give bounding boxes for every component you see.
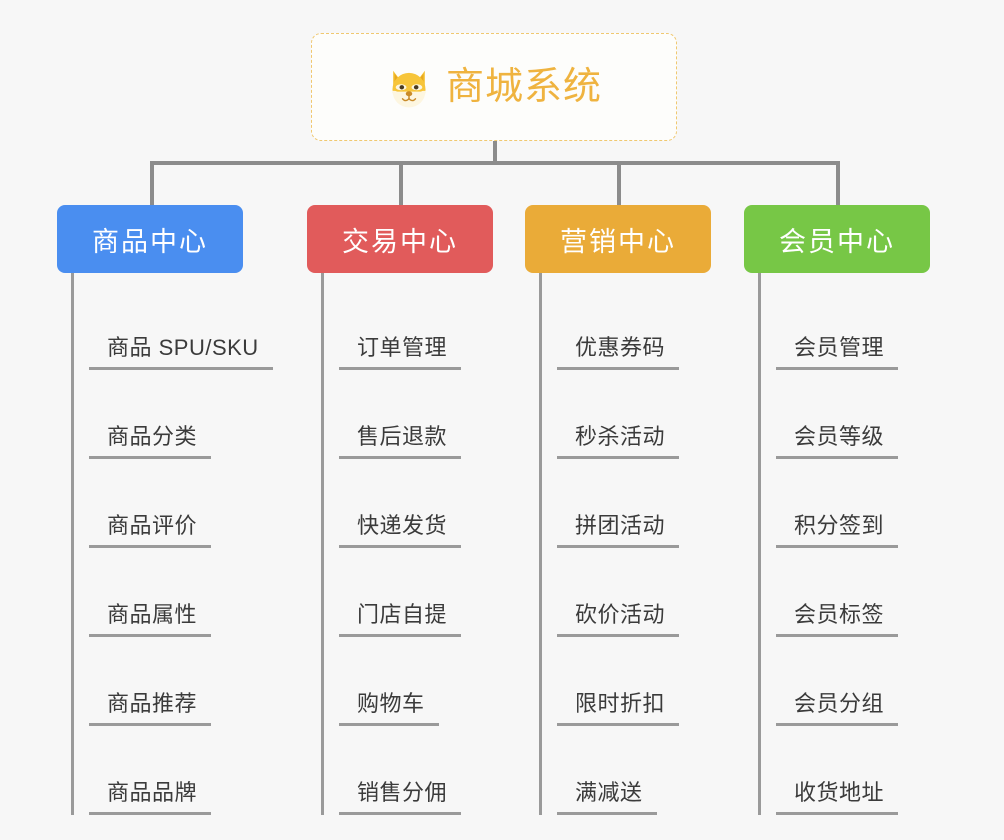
leaf-label: 订单管理: [339, 335, 462, 370]
category-box-3[interactable]: 营销中心: [525, 205, 711, 273]
list-item[interactable]: 限时折扣: [557, 637, 711, 726]
list-item[interactable]: 商品 SPU/SKU: [89, 281, 273, 370]
list-item[interactable]: 订单管理: [339, 281, 493, 370]
leaf-label: 商品属性: [89, 602, 212, 637]
leaf-label: 拼团活动: [557, 513, 680, 548]
leaf-label: 收货地址: [776, 780, 899, 815]
list-item[interactable]: 快递发货: [339, 459, 493, 548]
leaf-label: 限时折扣: [557, 691, 680, 726]
list-item[interactable]: 商品品牌: [89, 726, 273, 815]
list-item[interactable]: 商品推荐: [89, 637, 273, 726]
list-item[interactable]: 售后退款: [339, 370, 493, 459]
list-item[interactable]: 满减送: [557, 726, 711, 815]
leaf-label: 商品品牌: [89, 780, 212, 815]
connector-drop-2: [399, 161, 403, 207]
category-box-4[interactable]: 会员中心: [744, 205, 930, 273]
branch-column-3: 营销中心 优惠券码 秒杀活动 拼团活动 砍价活动 限时折扣 满减送: [525, 205, 711, 815]
leaf-label: 会员等级: [776, 424, 899, 459]
root-node[interactable]: 商城系统: [311, 33, 677, 141]
leaf-label: 商品评价: [89, 513, 212, 548]
leaf-label: 门店自提: [339, 602, 462, 637]
list-item[interactable]: 商品评价: [89, 459, 273, 548]
list-item[interactable]: 优惠券码: [557, 281, 711, 370]
list-item[interactable]: 秒杀活动: [557, 370, 711, 459]
leaf-label: 销售分佣: [339, 780, 462, 815]
leaf-label: 商品推荐: [89, 691, 212, 726]
connector-horizontal-bus: [150, 161, 840, 165]
leaf-label: 商品分类: [89, 424, 212, 459]
leaf-label: 购物车: [339, 691, 439, 726]
list-item[interactable]: 会员分组: [776, 637, 930, 726]
branch-column-2: 交易中心 订单管理 售后退款 快递发货 门店自提 购物车 销售分佣: [307, 205, 493, 815]
leaf-label: 满减送: [557, 780, 657, 815]
leaf-list-3: 优惠券码 秒杀活动 拼团活动 砍价活动 限时折扣 满减送: [539, 273, 711, 815]
leaf-label: 会员管理: [776, 335, 899, 370]
category-label: 营销中心: [560, 226, 676, 257]
leaf-label: 会员分组: [776, 691, 899, 726]
leaf-label: 砍价活动: [557, 602, 680, 637]
list-item[interactable]: 会员等级: [776, 370, 930, 459]
list-item[interactable]: 商品分类: [89, 370, 273, 459]
connector-drop-4: [836, 161, 840, 207]
leaf-label: 积分签到: [776, 513, 899, 548]
list-item[interactable]: 拼团活动: [557, 459, 711, 548]
leaf-list-4: 会员管理 会员等级 积分签到 会员标签 会员分组 收货地址: [758, 273, 930, 815]
list-item[interactable]: 购物车: [339, 637, 493, 726]
connector-drop-3: [617, 161, 621, 207]
leaf-label: 会员标签: [776, 602, 899, 637]
category-label: 商品中心: [92, 226, 208, 257]
leaf-label: 秒杀活动: [557, 424, 680, 459]
leaf-label: 优惠券码: [557, 335, 680, 370]
category-label: 会员中心: [779, 226, 895, 257]
branch-column-4: 会员中心 会员管理 会员等级 积分签到 会员标签 会员分组 收货地址: [744, 205, 930, 815]
category-box-1[interactable]: 商品中心: [57, 205, 243, 273]
leaf-list-2: 订单管理 售后退款 快递发货 门店自提 购物车 销售分佣: [321, 273, 493, 815]
dog-face-icon: [386, 65, 432, 111]
list-item[interactable]: 门店自提: [339, 548, 493, 637]
list-item[interactable]: 收货地址: [776, 726, 930, 815]
leaf-label: 售后退款: [339, 424, 462, 459]
list-item[interactable]: 销售分佣: [339, 726, 493, 815]
list-item[interactable]: 积分签到: [776, 459, 930, 548]
leaf-list-1: 商品 SPU/SKU 商品分类 商品评价 商品属性 商品推荐 商品品牌: [71, 273, 273, 815]
list-item[interactable]: 砍价活动: [557, 548, 711, 637]
category-box-2[interactable]: 交易中心: [307, 205, 493, 273]
connector-root-stem: [493, 141, 497, 163]
connector-drop-1: [150, 161, 154, 207]
branch-column-1: 商品中心 商品 SPU/SKU 商品分类 商品评价 商品属性 商品推荐 商品品牌: [57, 205, 273, 815]
leaf-label: 快递发货: [339, 513, 462, 548]
list-item[interactable]: 会员标签: [776, 548, 930, 637]
root-title: 商城系统: [445, 66, 602, 108]
list-item[interactable]: 会员管理: [776, 281, 930, 370]
leaf-label: 商品 SPU/SKU: [89, 335, 273, 370]
list-item[interactable]: 商品属性: [89, 548, 273, 637]
category-label: 交易中心: [342, 226, 458, 257]
